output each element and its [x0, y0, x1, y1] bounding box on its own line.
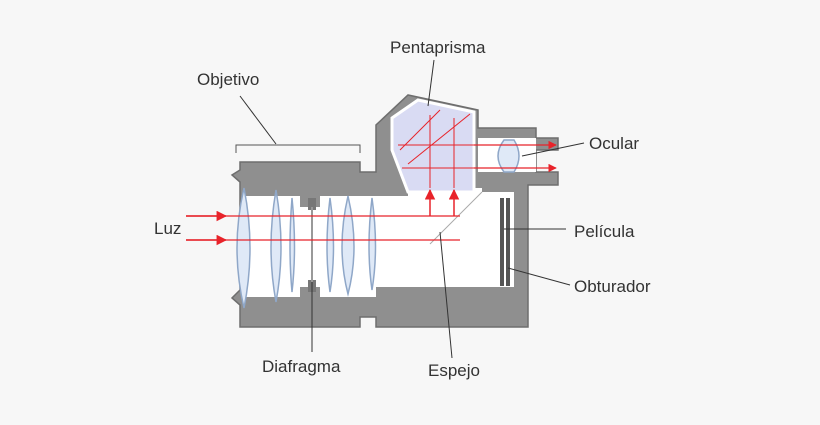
prism-rays — [398, 109, 474, 188]
label-ocular: Ocular — [589, 134, 639, 153]
eyepiece-lens — [497, 139, 520, 173]
leader-ocular — [521, 142, 585, 157]
leader-espejo — [439, 231, 453, 359]
label-pelicula: Película — [574, 222, 635, 241]
objective-lens-2 — [270, 189, 282, 303]
shutter — [506, 198, 510, 286]
label-obturador: Obturador — [574, 277, 651, 296]
leader-pentaprisma — [427, 59, 435, 107]
diaphragm-top — [308, 198, 316, 210]
label-diafragma: Diafragma — [262, 357, 341, 376]
objetivo-bracket — [235, 144, 361, 153]
label-luz: Luz — [154, 219, 181, 238]
leader-obturador — [507, 267, 571, 286]
label-pentaprisma: Pentaprisma — [390, 38, 486, 57]
label-espejo: Espejo — [428, 361, 480, 380]
label-objetivo: Objetivo — [197, 70, 259, 89]
objective-lens-3 — [289, 197, 296, 293]
objective-lens-6 — [368, 197, 377, 291]
objective-lens-1 — [236, 187, 251, 309]
leader-objetivo — [239, 95, 277, 145]
objective-lens-4 — [326, 197, 335, 293]
objective-lens-5 — [341, 195, 355, 297]
film-plane — [500, 198, 504, 286]
reflex-mirror-edge — [429, 191, 483, 245]
